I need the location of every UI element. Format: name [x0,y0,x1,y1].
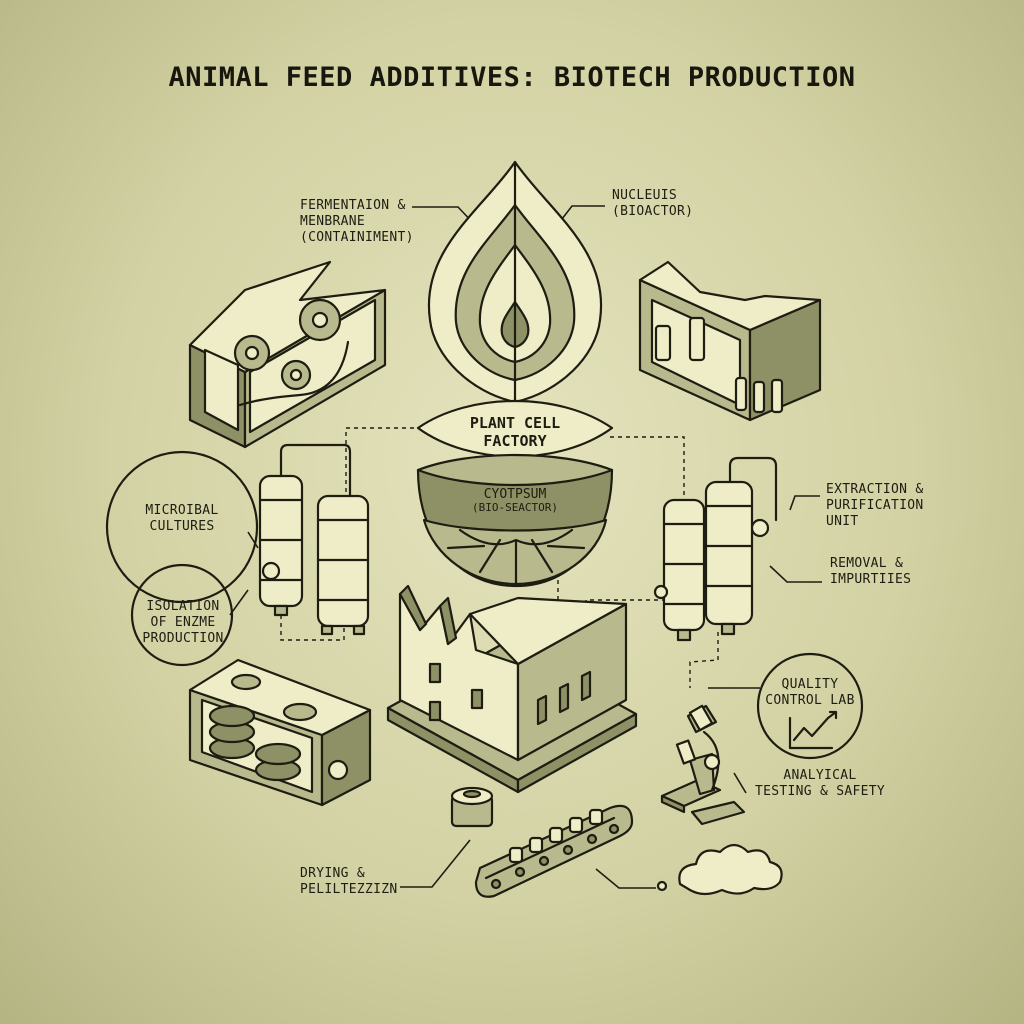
dashed-connectors [280,427,719,688]
fermentation-label: FERMENTAION & MENBRANE (CONTAINIMENT) [300,198,414,245]
cytoplasm-label: CYOTPSUM (BIO-SEACTOR) [440,488,590,514]
microbial-cultures-label: MICROIBAL CULTURES [145,503,219,534]
factory-line-2: FACTORY [483,432,547,450]
plant-cell-factory-lens [416,400,614,458]
factory-building [386,584,638,794]
removal-label: REMOVAL & IMPURTIIES [830,556,912,587]
quality-control-label: QUALITY CONTROL LAB [765,677,855,708]
canister [450,786,494,828]
quality-control-emblem [756,652,864,760]
extraction-label: EXTRACTION & PURIFICATION UNIT [826,482,924,529]
factory-line-1: PLANT CELL [469,414,561,432]
cytoplasm-bowl [416,453,614,588]
analytical-label: ANALYICAL TESTING & SAFETY [754,768,886,799]
microscope [660,704,746,826]
plant-cell-factory-label: PLANT CELL FACTORY [440,414,590,450]
cytoplasm-line-1: CYOTPSUM [483,487,547,502]
pellet-conveyor [474,804,634,898]
right-columns [653,456,778,642]
isolation-label: ISOLATION OF ENZME PRODUCTION [142,599,224,646]
nucleus-teardrop [427,160,603,404]
left-columns [258,443,370,636]
fermentation-gearbox [188,260,387,449]
drying-label: DRYING & PELILTEZZIZN [300,866,398,897]
extraction-box [638,260,822,422]
isolation-circle [130,563,234,667]
nucleus-label: NUCLEUIS (BIOACTOR) [612,188,694,219]
page-title: ANIMAL FEED ADDITIVES: BIOTECH PRODUCTIO… [168,62,856,93]
dust-cloud [656,843,783,896]
drying-machine [188,658,372,807]
leader-lines [229,205,822,889]
microbial-cultures-circle [105,450,259,604]
cytoplasm-line-2: (BIO-SEACTOR) [471,501,559,514]
